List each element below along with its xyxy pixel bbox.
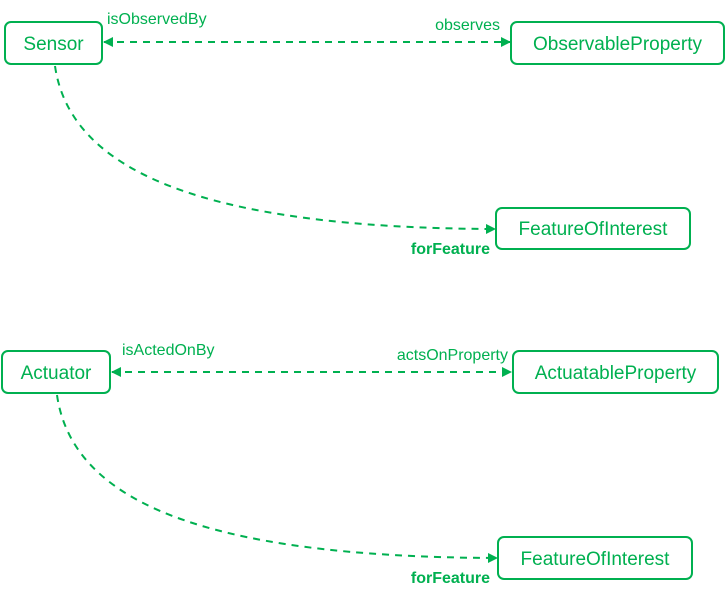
sensor-diagram: Sensor ObservableProperty FeatureOfInter… xyxy=(4,11,725,258)
observable-property-node[interactable] xyxy=(510,21,725,65)
feature-of-interest-label: FeatureOfInterest xyxy=(519,219,669,240)
sensor-for-feature-edge xyxy=(54,65,496,234)
actuator-diagram: Actuator ActuatableProperty FeatureOfInt… xyxy=(1,342,719,587)
feature-of-interest-node[interactable] xyxy=(495,207,691,250)
observes-label: observes xyxy=(435,17,500,34)
actuatable-property-label: ActuatableProperty xyxy=(535,363,697,384)
sensor-label: Sensor xyxy=(23,34,84,55)
is-observed-by-label: isObservedBy xyxy=(107,11,207,28)
actuator-node[interactable] xyxy=(1,350,111,394)
observable-property-label: ObservableProperty xyxy=(533,34,702,55)
feature-of-interest-node-2[interactable] xyxy=(497,536,693,580)
sensor-node[interactable] xyxy=(4,21,103,65)
for-feature-label-2: forFeature xyxy=(411,570,490,587)
actuator-for-feature-edge xyxy=(56,394,498,563)
acts-on-property-label: actsOnProperty xyxy=(397,347,508,364)
for-feature-label: forFeature xyxy=(411,241,490,258)
is-acted-on-by-label: isActedOnBy xyxy=(122,342,214,359)
actuator-label: Actuator xyxy=(21,363,92,384)
actuatable-property-node[interactable] xyxy=(512,350,719,394)
feature-of-interest-label-2: FeatureOfInterest xyxy=(521,549,671,570)
